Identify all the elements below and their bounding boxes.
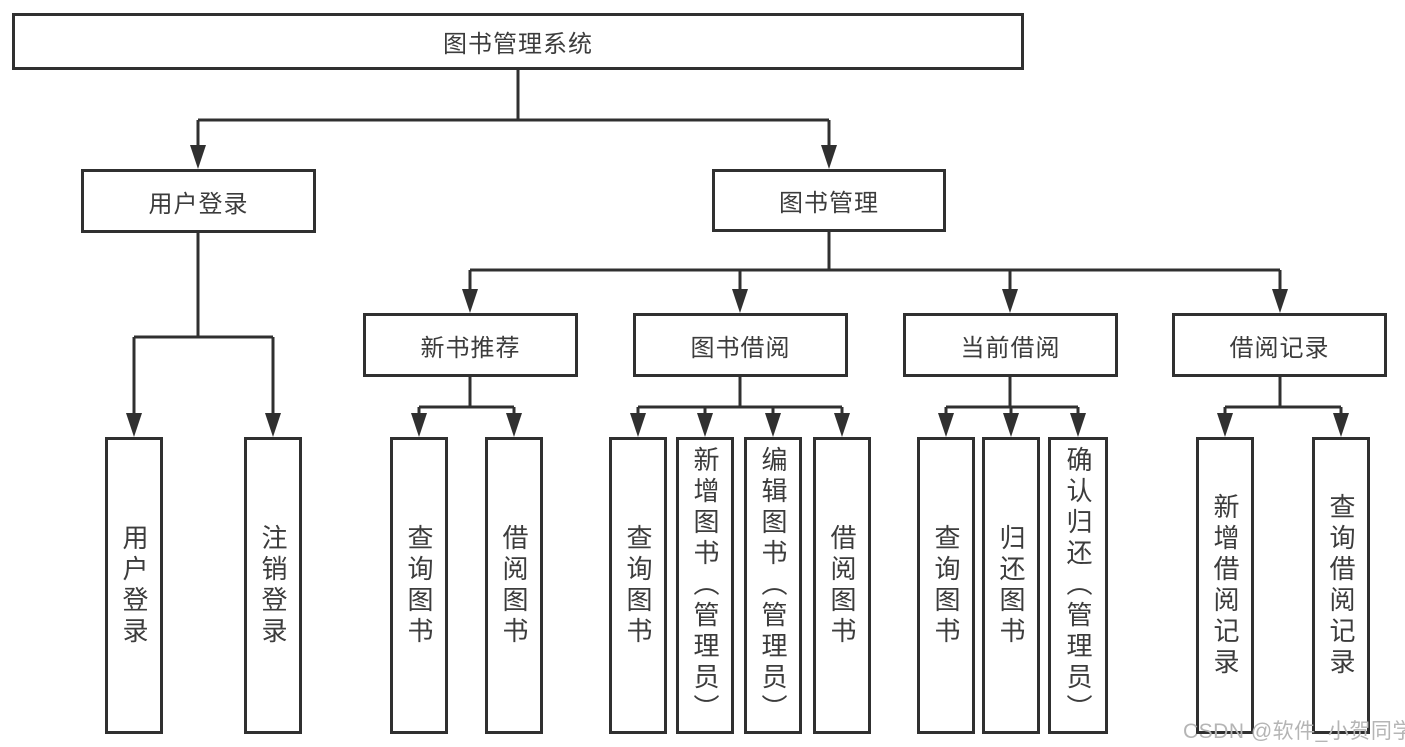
watermark: CSDN @软件_小贺同学 [1183,720,1405,743]
node-current-return-books-label: 归还图书 [996,523,1026,648]
node-current-confirm-return-admin: 确认归还（管理员） [1048,437,1108,734]
node-logout-action-label: 注销登录 [258,523,288,648]
node-records-query-record-label: 查询借阅记录 [1326,492,1356,679]
node-records-add-record: 新增借阅记录 [1196,437,1254,734]
node-borrow-add-books-admin-label: 新增图书（管理员） [690,446,720,725]
node-book-borrow-label: 图书借阅 [690,334,791,362]
node-recommend-query-books: 查询图书 [390,437,448,734]
node-book-management-label: 图书管理 [779,190,879,217]
node-borrow-borrow-books: 借阅图书 [813,437,871,734]
node-borrow-edit-books-admin: 编辑图书（管理员） [744,437,802,734]
node-current-query-books: 查询图书 [917,437,975,734]
node-borrow-records-label: 借阅记录 [1229,334,1330,362]
node-recommend-query-books-label: 查询图书 [404,523,434,648]
node-new-book-recommend-label: 新书推荐 [420,334,521,362]
node-user-login: 用户登录 [81,169,316,233]
node-current-return-books: 归还图书 [982,437,1040,734]
node-current-borrow: 当前借阅 [903,313,1118,377]
node-login-action: 用户登录 [105,437,163,734]
node-book-borrow: 图书借阅 [633,313,848,377]
node-current-borrow-label: 当前借阅 [960,334,1061,362]
node-borrow-borrow-books-label: 借阅图书 [827,523,857,648]
node-logout-action: 注销登录 [244,437,302,734]
node-book-management: 图书管理 [712,169,946,232]
node-recommend-borrow-books-label: 借阅图书 [499,523,529,648]
node-borrow-query-books: 查询图书 [609,437,667,734]
node-records-query-record: 查询借阅记录 [1312,437,1370,734]
node-recommend-borrow-books: 借阅图书 [485,437,543,734]
node-records-add-record-label: 新增借阅记录 [1210,492,1240,679]
node-borrow-edit-books-admin-label: 编辑图书（管理员） [758,446,788,725]
node-login-action-label: 用户登录 [119,523,149,648]
node-borrow-records: 借阅记录 [1172,313,1387,377]
node-borrow-add-books-admin: 新增图书（管理员） [676,437,734,734]
node-root-label: 图书管理系统 [443,31,593,58]
node-root: 图书管理系统 [12,13,1024,70]
node-new-book-recommend: 新书推荐 [363,313,578,377]
node-user-login-label: 用户登录 [148,190,249,218]
node-current-query-books-label: 查询图书 [931,523,961,648]
node-current-confirm-return-admin-label: 确认归还（管理员） [1063,446,1093,725]
node-borrow-query-books-label: 查询图书 [623,523,653,648]
